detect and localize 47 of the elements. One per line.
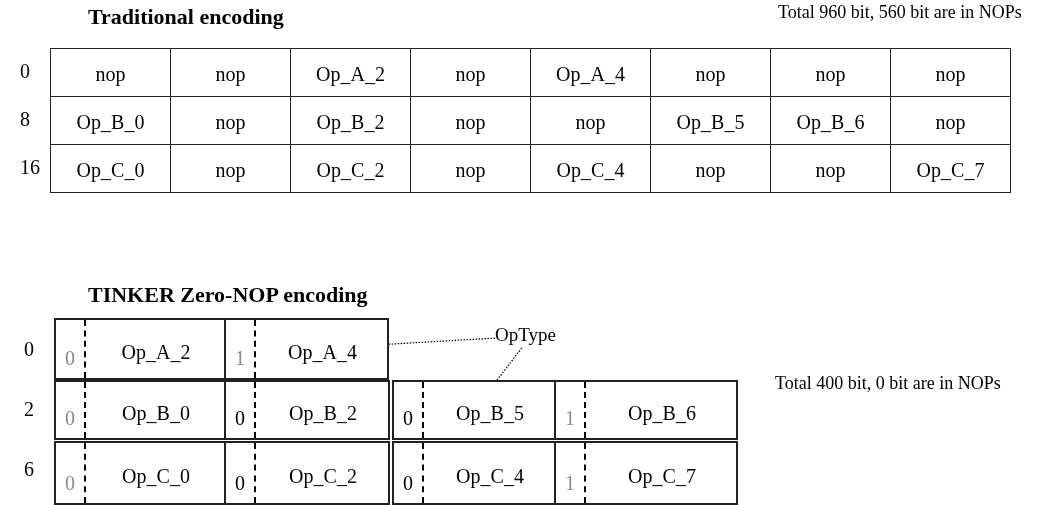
optype-bit: 0: [56, 443, 86, 503]
row-index: 6: [24, 458, 34, 481]
instruction-slot: [554, 380, 738, 440]
operation-name: Op_B_2: [288, 400, 358, 427]
operation-name: Op_A_2: [120, 339, 192, 366]
operation-name: Op_B_5: [455, 400, 525, 427]
optype-bit: 0: [56, 320, 86, 378]
instruction-slot: [554, 441, 738, 505]
optype-bit: 0: [394, 382, 424, 438]
optype-bit: 1: [556, 382, 586, 438]
instruction-slot: [224, 318, 389, 380]
instruction-slot: Op_C_0: [50, 144, 171, 193]
instruction-slot: [54, 441, 226, 505]
instruction-slot: nop: [50, 48, 171, 97]
row-index: 16: [20, 156, 40, 179]
row-index: 0: [24, 338, 34, 361]
operation-name: Op_C_4: [455, 463, 525, 490]
instruction-slot: Op_C_7: [890, 144, 1011, 193]
optype-bit: 0: [226, 443, 256, 503]
instruction-slot: [224, 441, 390, 505]
optype-bit: 0: [394, 443, 424, 503]
operation-name: Op_B_0: [121, 400, 191, 427]
operation-name: Op_C_2: [288, 463, 358, 490]
instruction-slot: [54, 380, 226, 440]
total-note: Total 960 bit, 560 bit are in NOPs: [778, 2, 1022, 23]
optype-bit: 0: [226, 382, 256, 438]
operation-name: Op_C_0: [121, 463, 191, 490]
row-index: 8: [20, 108, 30, 131]
section-heading: TINKER Zero-NOP encoding: [88, 282, 368, 308]
operation-name: Op_B_6: [627, 400, 697, 427]
operation-name: Op_A_4: [287, 339, 358, 366]
total-note: Total 400 bit, 0 bit are in NOPs: [775, 373, 1001, 394]
instruction-slot: [54, 318, 226, 380]
instruction-slot: [392, 380, 556, 440]
row-index: 0: [20, 60, 30, 83]
instruction-slot: [224, 380, 390, 440]
callout-label: OpType: [495, 324, 556, 346]
leader-line: [496, 347, 523, 381]
section-heading: Traditional encoding: [88, 4, 284, 30]
instruction-slot: nop: [890, 48, 1011, 97]
optype-bit: 0: [56, 382, 86, 438]
row-index: 2: [24, 398, 34, 421]
operation-name: Op_C_7: [627, 463, 697, 490]
instruction-slot: [392, 441, 556, 505]
leader-line: [388, 337, 496, 345]
optype-bit: 1: [226, 320, 256, 378]
optype-bit: 1: [556, 443, 586, 503]
